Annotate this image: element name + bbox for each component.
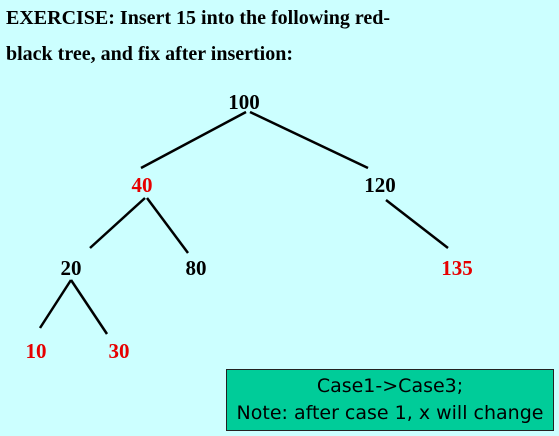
node-120: 120 <box>364 173 396 197</box>
node-10: 10 <box>25 339 47 363</box>
node-80: 80 <box>185 256 207 280</box>
node-135: 135 <box>441 256 473 280</box>
node-40: 40 <box>131 173 153 197</box>
edge-100-40 <box>140 110 247 170</box>
note-line-2: Note: after case 1, x will change <box>236 402 544 424</box>
node-100: 100 <box>228 90 260 114</box>
edge-100-120 <box>249 110 369 170</box>
title-line-2: black tree, and fix after insertion: <box>6 43 294 65</box>
title-line-1: EXERCISE: Insert 15 into the following r… <box>6 7 391 29</box>
exercise-title: EXERCISE: Insert 15 into the following r… <box>6 0 476 72</box>
edge-40-80 <box>145 197 190 254</box>
edge-20-30 <box>69 279 109 335</box>
node-20: 20 <box>60 256 82 280</box>
edge-120-135 <box>385 199 449 249</box>
case-note-box: Case1->Case3; Note: after case 1, x will… <box>226 369 554 431</box>
node-30: 30 <box>108 339 130 363</box>
edge-20-10 <box>38 279 73 329</box>
note-line-1: Case1->Case3; <box>316 375 464 397</box>
edge-40-20 <box>89 197 146 249</box>
